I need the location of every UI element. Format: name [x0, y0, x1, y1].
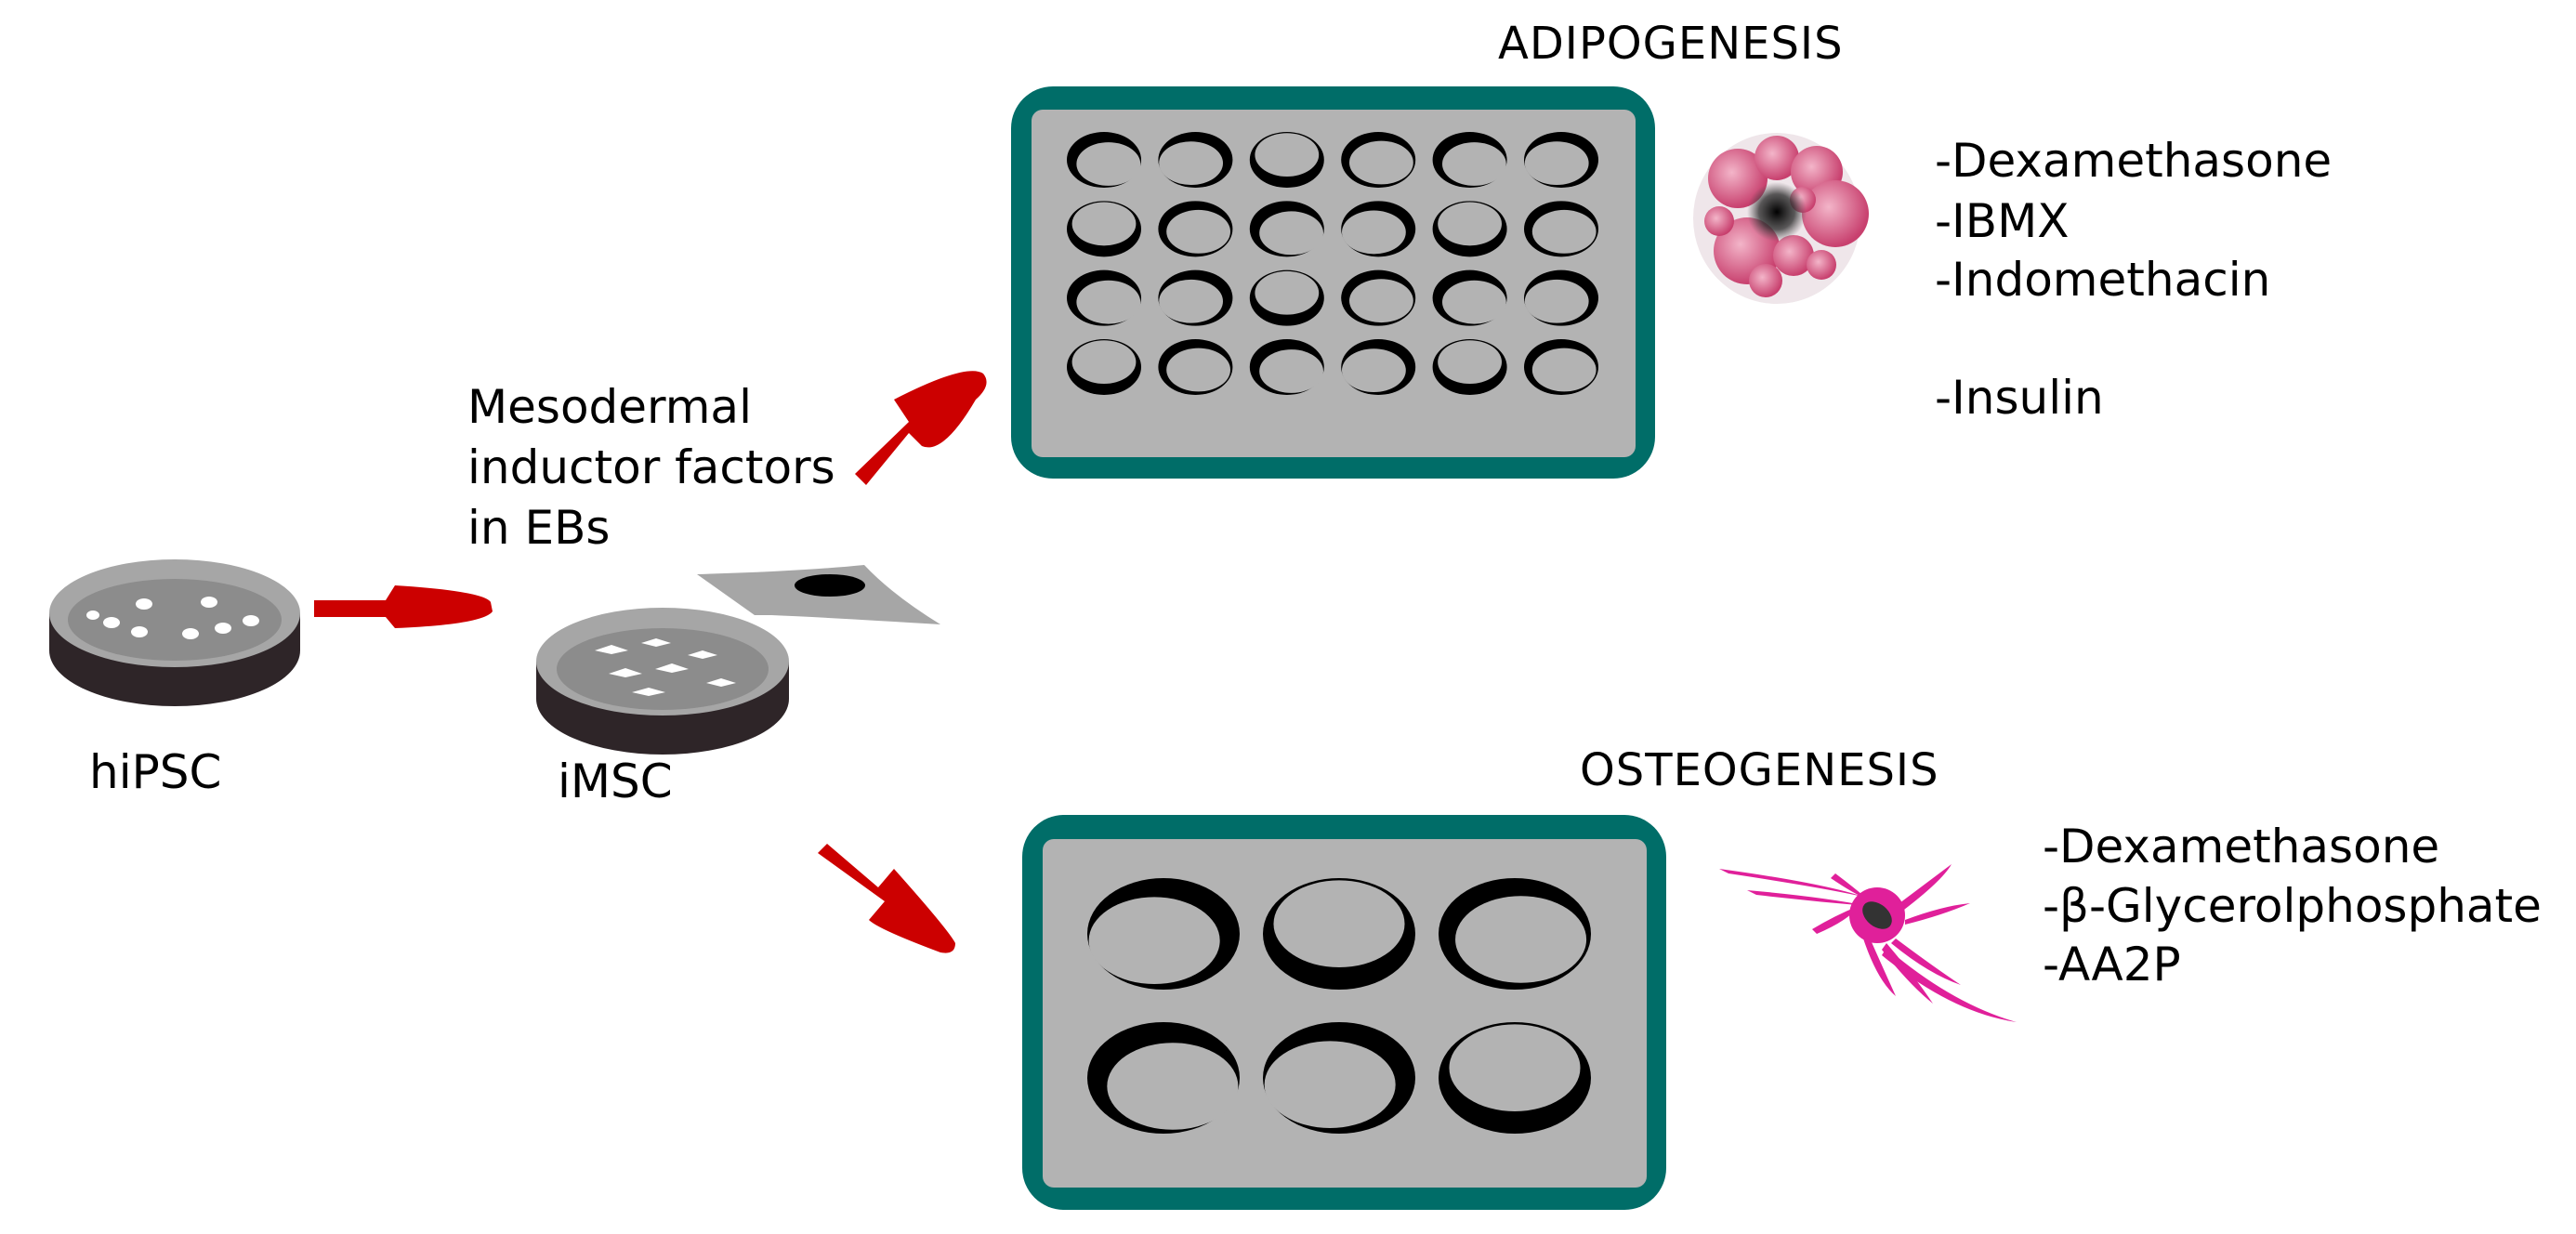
- arrow-hipsc-to-imsc: [314, 585, 493, 628]
- osteogenesis-title: OSTEOGENESIS: [1580, 744, 1939, 796]
- osteogenesis-plate: [1022, 815, 1666, 1210]
- adipogenesis-title: ADIPOGENESIS: [1498, 18, 1844, 70]
- hipsc-label: hiPSC: [89, 745, 221, 799]
- osteogenesis-factor-2: -β-Glycerolphosphate: [2043, 879, 2542, 933]
- adipogenesis-factor-3: -Indomethacin: [1935, 253, 2270, 307]
- osteogenesis-factor-3: -AA2P: [2043, 938, 2181, 991]
- hipsc-colonies: [86, 597, 259, 639]
- adipogenesis-plate: [1011, 86, 1655, 479]
- imsc-dish: [536, 608, 789, 755]
- imsc-cells: [595, 638, 736, 696]
- osteogenesis-factor-1: -Dexamethasone: [2043, 820, 2439, 873]
- adipogenesis-factor-1: -Dexamethasone: [1935, 134, 2332, 188]
- inductor-label-line-2: inductor factors: [467, 440, 835, 494]
- arrow-to-adipogenesis: [855, 371, 987, 485]
- adipogenesis-factor-4: -Insulin: [1935, 371, 2104, 425]
- inductor-label-line-3: in EBs: [467, 501, 610, 555]
- mesenchymal-cell: [697, 565, 940, 624]
- arrow-to-osteogenesis: [818, 844, 955, 953]
- adipogenesis-factor-2: -IBMX: [1935, 194, 2069, 248]
- imsc-label: iMSC: [558, 755, 673, 808]
- adipogenesis-wells: [1067, 132, 1598, 395]
- inductor-label-line-1: Mesodermal: [467, 380, 752, 434]
- hipsc-dish: [49, 559, 300, 706]
- adipocyte-icon: [1693, 133, 1869, 304]
- osteogenesis-wells: [1087, 878, 1591, 1134]
- osteocyte-icon: [1719, 864, 2017, 1022]
